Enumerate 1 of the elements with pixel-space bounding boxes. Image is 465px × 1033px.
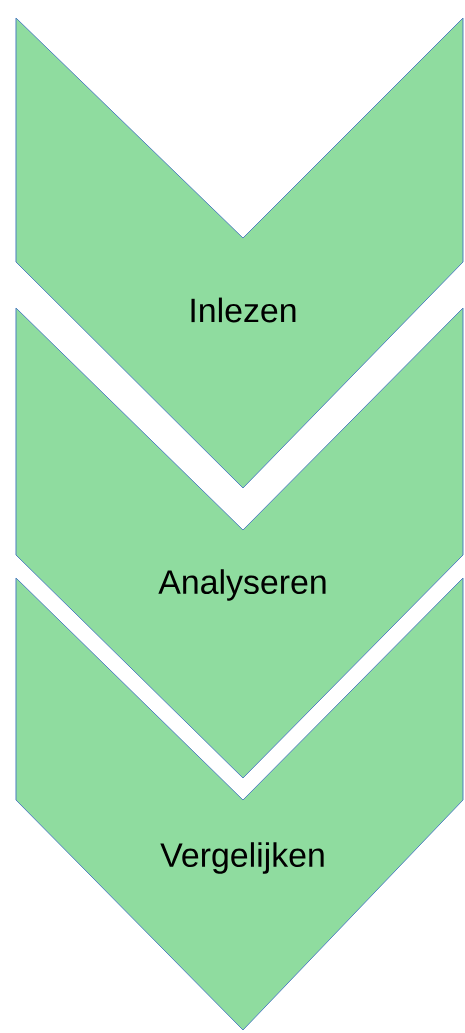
node-label: Vergelijken (160, 842, 324, 874)
